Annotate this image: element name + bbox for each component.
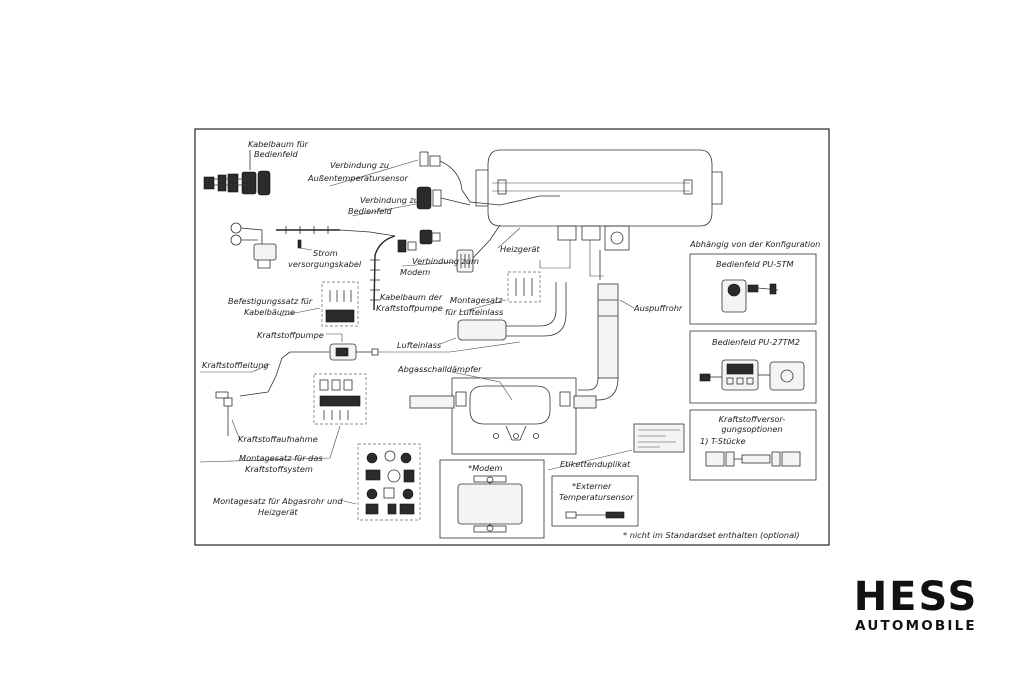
label-kabelbaum-kraftstoffpumpe-1: Kabelbaum der [380,292,443,302]
label-montagesatz-lufteinlass-1: Montagesatz [450,295,503,305]
cable-mounting-kit [279,281,359,327]
label-abgasschalldaempfer: Abgasschalldämpfer [397,364,482,374]
label-montagesatz-abgas-2: Heizgerät [258,507,298,517]
exhaust-pipe [578,240,635,401]
power-cable [230,222,396,269]
pu27tm2-box [689,330,817,404]
label-modem: *Modem [468,463,502,473]
label-befestigung-2: Kabelbäume [244,307,295,317]
label-strom-1: Strom [313,248,338,258]
footnote: * nicht im Standardset enthalten (option… [623,530,800,540]
label-montagesatz-kraftstoff-2: Kraftstoffsystem [245,464,313,474]
label-verbindung-modem-2: Modem [400,267,430,277]
label-strom-2: versorgungskabel [288,259,362,269]
control-panel-connector [351,186,471,217]
exhaust-silencer [409,371,597,455]
label-bedienfeld-pu27tm2: Bedienfeld PU-27TM2 [712,337,800,347]
fuel-line [200,351,291,397]
fuel-supply-box [689,409,817,481]
label-verbindung-modem-1: Verbindung zum [412,256,479,266]
brand-tagline: AUTOMOBILE [855,618,977,634]
label-t-stuecke: 1) T-Stücke [700,436,746,446]
pu5tm-box [689,253,817,325]
diagram-frame [194,128,830,546]
hess-automobile-logo: HESS AUTOMOBILE [846,576,986,634]
label-kraftstoffleitung: Kraftstoffleitung [202,360,269,370]
label-kabelbaum-bedienfeld-2: Bedienfeld [254,149,299,159]
label-kraftstoffpumpe: Kraftstoffpumpe [257,330,324,340]
heater-unit [475,149,723,251]
fuel-pickup [215,391,241,441]
label-externer-1: *Externer [572,481,612,491]
label-etikettenduplikat: Etikettenduplikat [560,459,631,469]
label-bedienfeld-pu5tm: Bedienfeld PU-5TM [716,259,794,269]
label-heizgeraet: Heizgerät [500,244,540,254]
fuel-system-kit [199,373,367,463]
outdoor-temp-connector [329,151,560,206]
label-montagesatz-abgas-1: Montagesatz für Abgasrohr und [213,496,343,506]
fuel-pump [290,333,521,361]
air-intake-kit [459,271,541,313]
label-verbindung-bedienfeld-2: Bedienfeld [348,206,393,216]
modem-box [439,459,545,539]
label-kabelbaum-kraftstoffpumpe-2: Kraftstoffpumpe [376,303,443,313]
label-auspuffrohr: Auspuffrohr [633,303,683,313]
fuel-pump-harness [370,229,441,311]
label-befestigung-1: Befestigungssatz für [228,296,313,306]
label-kabelbaum-bedienfeld-1: Kabelbaum für [248,139,309,149]
label-montagesatz-kraftstoff-1: Montagesatz für das [239,453,323,463]
brand-name: HESS [853,574,979,620]
label-verbindung-bedienfeld-1: Verbindung zu [360,195,419,205]
label-kraftstoffaufnahme: Kraftstoffaufnahme [238,434,318,444]
label-verbindung-aussentemp-1: Verbindung zu [330,160,389,170]
exhaust-heater-kit [339,443,421,521]
label-verbindung-aussentemp-2: Außentemperatursensor [307,173,409,183]
label-duplicate [547,423,685,471]
label-abhaengig: Abhängig von der Konfiguration [689,239,820,249]
heater-leader [497,227,521,249]
label-montagesatz-lufteinlass-2: für Lufteinlass [445,307,504,317]
label-externer-2: Temperatursensor [559,492,634,502]
label-kraftstoffversorgung-2: gungsoptionen [721,424,782,434]
label-kraftstoffversorgung-1: Kraftstoffversor- [719,414,786,424]
air-intake-hose [439,240,571,345]
modem-connector [401,224,501,273]
label-lufteinlass: Lufteinlass [397,340,442,350]
control-panel-harness [203,150,271,196]
external-temp-sensor-box [551,475,639,527]
